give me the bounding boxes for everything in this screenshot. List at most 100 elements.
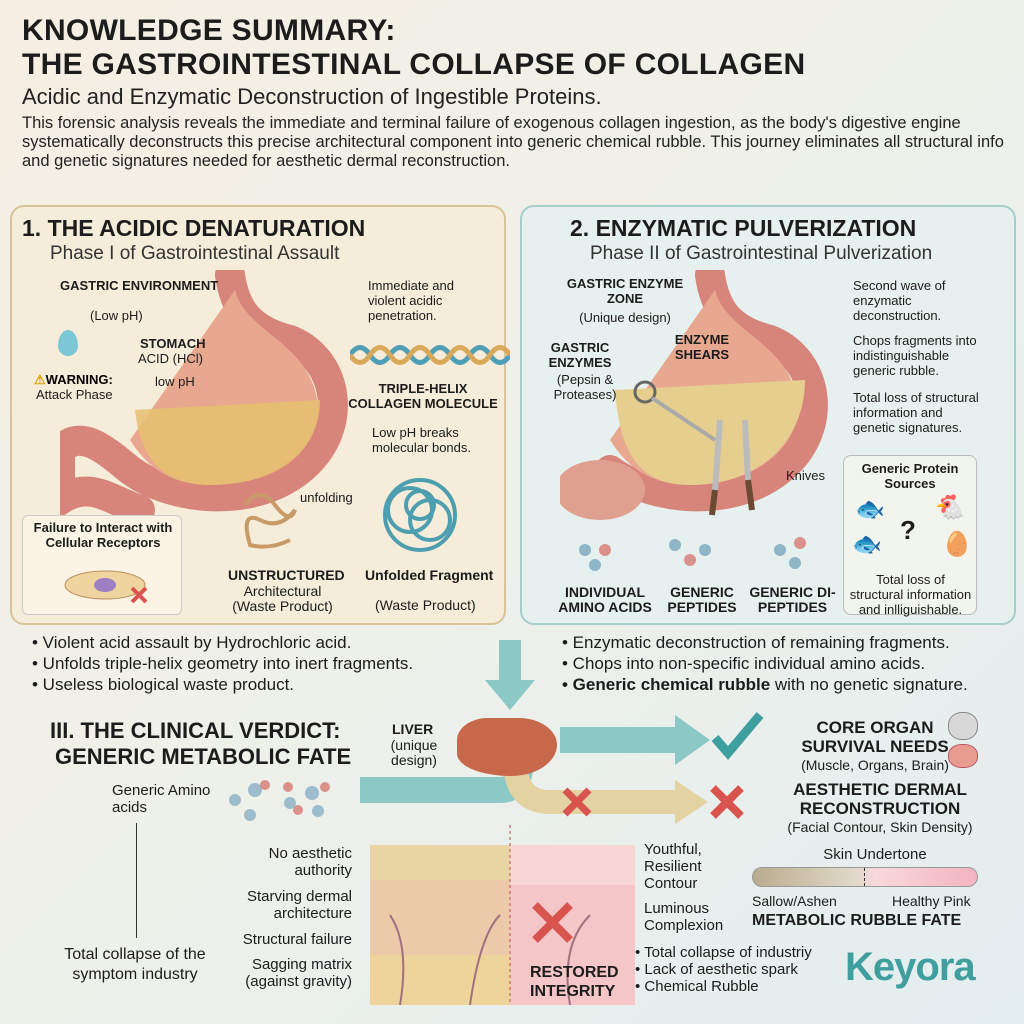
bullet: • Chemical Rubble [635,978,759,995]
sources-title: Generic Protein Sources [861,461,959,491]
egg-icon: 🥚 [942,531,972,558]
stomach-acid-label-2: ACID (HCl) [138,351,203,366]
warning-label: ⚠WARNING: [34,372,113,387]
core-organ-sub: (Muscle, Organs, Brain) [801,757,949,773]
collapse-label: Total collapse of the symptom industry [64,946,206,983]
low-ph-breaks-label: Low pH breaks molecular bonds. [372,425,471,455]
individual-amino-label: INDIVIDUAL AMINO ACIDS [558,584,652,615]
second-wave-label: Second wave of enzymatic deconstruction. [853,278,946,323]
water-drop-icon [58,330,78,356]
bullet-bold: • Generic chemical rubble [562,675,771,694]
chops-label: Chops fragments into indistinguishable g… [853,333,977,378]
undertone-marker [864,868,865,886]
liver-label: LIVER [392,721,434,737]
failure-label: Failure to Interact with Cellular Recept… [33,520,173,550]
chicken-icon: 🐔 [935,494,965,521]
warning-icon: ⚠ [34,372,46,387]
skin-cross-section [370,825,635,1006]
restored-label: RESTORED INTEGRITY [530,964,619,1000]
liver-icon [457,718,557,776]
subtitle: Acidic and Enzymatic Deconstruction of I… [22,84,602,109]
core-organ-label: CORE ORGAN SURVIVAL NEEDS [801,718,949,756]
verdict-title-2: GENERIC METABOLIC FATE [55,744,352,769]
brain-pink-icon [948,744,978,768]
gastric-env-label: GASTRIC ENVIRONMENT [60,278,219,293]
enzyme-zone-sub: (Unique design) [579,310,671,325]
bullet: • Total collapse of industriy [635,944,812,961]
warning-text: WARNING: [45,372,113,387]
low-ph-label: low pH [155,374,195,389]
bullet: • Useless biological waste product. [32,675,295,694]
tuna-icon: 🐟 [852,531,882,558]
liver-sub: (unique design) [390,737,438,768]
title-line-2: THE GASTROINTESTINAL COLLAPSE OF COLLAGE… [22,48,806,81]
unstructured-sub: Architectural (Waste Product) [232,583,333,614]
luminous-label: Luminous Complexion [644,900,724,934]
bullet: • Generic chemical rubble with no geneti… [562,674,968,695]
connector-line [136,823,137,938]
question-mark-icon: ? [900,515,916,545]
fate-label: METABOLIC RUBBLE FATE [752,912,962,929]
right-bullets: • Enzymatic deconstruction of remaining … [562,632,968,695]
panel2-subtitle: Phase II of Gastrointestinal Pulverizati… [590,243,933,264]
unstructured-fragment-icon [243,493,297,549]
unfolded-sub: (Waste Product) [375,597,476,613]
gastric-env-sub: (Low pH) [90,308,143,323]
skin-label: Structural failure [242,931,352,948]
panel2-title: 2. ENZYMATIC PULVERIZATION [570,215,917,241]
left-bullets: • Violent acid assault by Hydrochloric a… [32,632,413,695]
undertone-label: Skin Undertone [823,846,927,863]
bullet: • Enzymatic deconstruction of remaining … [562,633,950,652]
shears-label: ENZYME SHEARS [674,332,730,362]
verdict-bullets: • Total collapse of industriy • Lack of … [635,944,812,995]
total-loss-label: Total loss of structural information and… [853,390,979,435]
stomach-enzyme-illustration [560,270,828,520]
peptides-label: GENERIC PEPTIDES [667,584,737,615]
title: KNOWLEDGE SUMMARY:THE GASTROINTESTINAL C… [22,14,805,82]
triple-helix-icon [350,345,510,365]
unfolding-label: unfolding [300,490,353,505]
bullet: • Chops into non-specific individual ami… [562,654,926,673]
unfolded-fragment-icon [383,478,457,552]
keyora-logo: Keyora [845,945,976,989]
undertone-bar [752,867,978,887]
generic-amino-label: Generic Amino acids [112,782,211,816]
intro-text: This forensic analysis reveals the immed… [22,114,1004,170]
bullet: • Violent acid assault by Hydrochloric a… [32,633,352,652]
skin-label: Starving dermal architecture [246,888,352,922]
knives-label: Knives [786,468,826,483]
bullet: • Lack of aesthetic spark [635,961,798,978]
stomach-illustration [60,270,348,525]
verdict-title-1: III. THE CLINICAL VERDICT: [50,718,341,743]
sources-note: Total loss of structural information and… [849,572,972,617]
dipeptides-label: GENERIC DI-PEPTIDES [749,584,836,615]
amino-molecules-icon [229,780,330,821]
cell-receptor-icon [64,570,148,604]
fish-icon: 🐟 [855,496,885,523]
bullet-rest: with no genetic signature. [770,675,968,694]
enzymes-label: GASTRIC ENZYMES [548,340,612,370]
aesthetic-sub: (Facial Contour, Skin Density) [787,819,973,835]
sallow-label: Sallow/Ashen [752,893,837,909]
bullet: • Unfolds triple-helix geometry into ine… [32,654,414,673]
warning-sub: Attack Phase [36,387,113,402]
title-line-1: KNOWLEDGE SUMMARY: [22,14,396,47]
youthful-label: Youthful, Resilient Contour [644,841,702,892]
immediate-label: Immediate and violent acidic penetration… [368,278,454,323]
skin-label: Sagging matrix (against gravity) [245,956,352,990]
healthy-label: Healthy Pink [892,893,971,909]
triple-helix-label: TRIPLE-HELIX COLLAGEN MOLECULE [348,381,498,411]
panel1-title: 1. THE ACIDIC DENATURATION [22,215,366,241]
skin-label: No aesthetic authority [268,845,352,879]
enzyme-zone-label: GASTRIC ENZYME ZONE [566,276,684,306]
enzymes-sub: (Pepsin & Proteases) [553,372,617,402]
unfolded-label: Unfolded Fragment [365,567,494,583]
panel1-subtitle: Phase I of Gastrointestinal Assault [50,243,340,264]
unstructured-label: UNSTRUCTURED [228,567,345,583]
scissors-knives-icon [633,380,755,516]
aesthetic-label: AESTHETIC DERMAL RECONSTRUCTION [793,780,967,818]
brain-grey-icon [948,712,978,740]
amino-acid-molecules-icon [579,537,806,571]
protein-sources-box [843,455,977,615]
stomach-acid-label: STOMACH [140,336,206,351]
